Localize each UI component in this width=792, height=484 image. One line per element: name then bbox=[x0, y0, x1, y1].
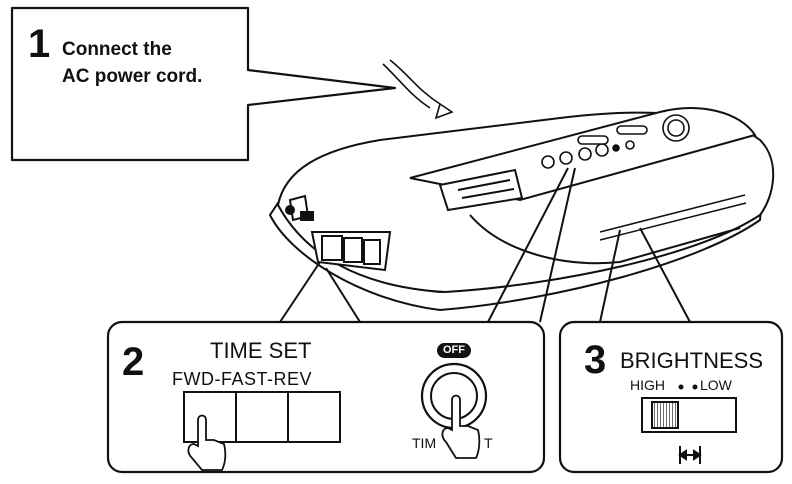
step-1-line-1: Connect the bbox=[62, 39, 172, 60]
top-buttons bbox=[541, 114, 690, 169]
range-indicator bbox=[678, 446, 702, 464]
step-1-line-2: AC power cord. bbox=[62, 66, 203, 87]
time-set-title: TIME SET bbox=[210, 338, 312, 363]
leader-lines bbox=[279, 167, 691, 323]
low-label: LOW bbox=[700, 377, 732, 393]
power-cord bbox=[382, 59, 454, 120]
timer-label-left: TIM bbox=[412, 435, 437, 451]
low-dot bbox=[692, 384, 698, 390]
step-1-number: 1 bbox=[28, 22, 51, 66]
timer-label-right: T bbox=[484, 435, 493, 451]
brightness-slider bbox=[641, 397, 737, 433]
time-set-buttons bbox=[183, 391, 341, 443]
callout-1-box bbox=[10, 6, 397, 162]
off-badge: OFF bbox=[437, 343, 471, 358]
step-2-number: 2 bbox=[122, 340, 145, 384]
switch-labels: FWD-FAST-REV bbox=[172, 369, 312, 389]
high-dot bbox=[678, 384, 684, 390]
brightness-title: BRIGHTNESS bbox=[620, 348, 764, 373]
hand-icon bbox=[441, 394, 481, 459]
high-label: HIGH bbox=[630, 377, 665, 393]
step-3-number: 3 bbox=[584, 338, 607, 382]
hand-icon bbox=[187, 414, 227, 471]
clock-radio bbox=[268, 107, 775, 312]
